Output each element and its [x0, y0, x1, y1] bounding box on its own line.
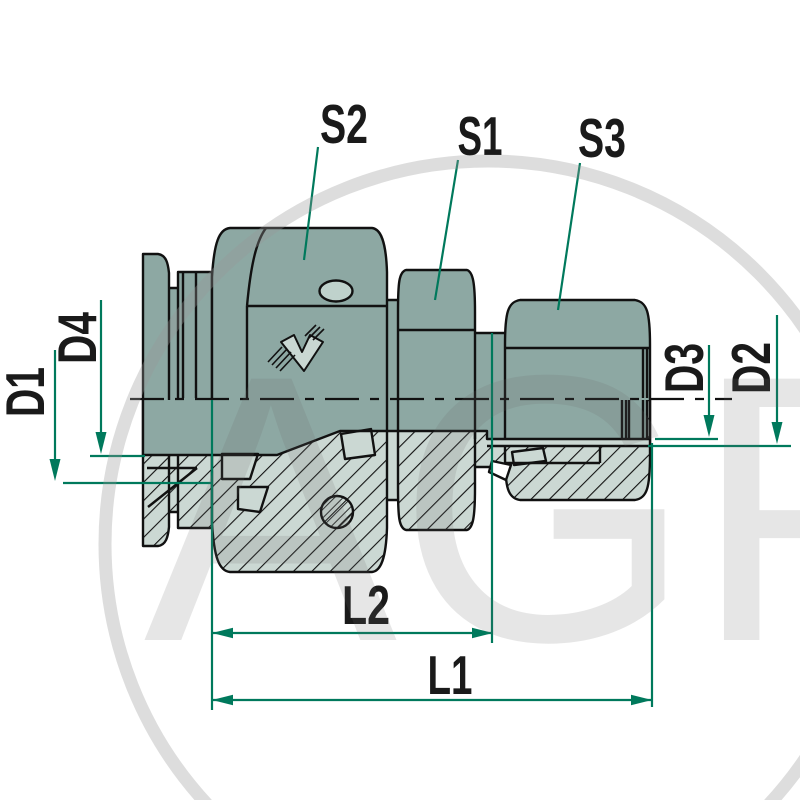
arrow-l1-right	[631, 694, 652, 706]
leader-line-s3	[556, 162, 582, 311]
label-s2: S2	[320, 93, 368, 155]
label-d1: D1	[0, 367, 56, 417]
arrow-l2-right	[472, 627, 493, 639]
watermark-text: AGP	[144, 296, 800, 721]
arrow-d1	[49, 459, 61, 481]
arrow-d4	[95, 432, 107, 454]
label-s3: S3	[578, 107, 626, 169]
leader-line-s1	[433, 159, 460, 301]
o-ring-section	[319, 494, 355, 530]
arrow-l2-left	[212, 627, 233, 639]
section-detail-lines	[143, 400, 650, 508]
fitting-section-view	[141, 400, 652, 574]
label-d4: D4	[46, 312, 108, 364]
fitting-external-view	[141, 226, 652, 400]
tube-wall-strip	[487, 439, 650, 446]
dimension-labels: S2 S1 S3 D4 D1 D3 D2 L2 L1	[0, 93, 782, 706]
watermark-circle	[98, 154, 800, 800]
arrow-l1-left	[212, 694, 233, 706]
right-bore-void	[390, 400, 648, 439]
label-l2: L2	[342, 574, 390, 636]
label-l1: L1	[428, 644, 473, 706]
dimension-lines	[53, 146, 791, 710]
nut-marking-oval	[318, 279, 354, 303]
section-gap-notch	[487, 459, 513, 482]
nut-s2-corner-curve	[245, 227, 267, 307]
label-d2: D2	[720, 342, 782, 394]
label-d3: D3	[653, 343, 715, 393]
v-chevron-manufacturer-logo-icon	[267, 324, 325, 372]
leader-line-s2	[302, 146, 320, 261]
label-s1: S1	[458, 105, 503, 167]
left-bore-void	[143, 400, 390, 455]
dimension-arrowheads	[49, 415, 783, 706]
facet-detail-lines	[181, 227, 650, 398]
arrow-d3	[703, 415, 715, 437]
arrow-d2	[771, 422, 783, 444]
watermark: AGP	[98, 154, 800, 800]
ferrule-wedges	[220, 427, 548, 514]
